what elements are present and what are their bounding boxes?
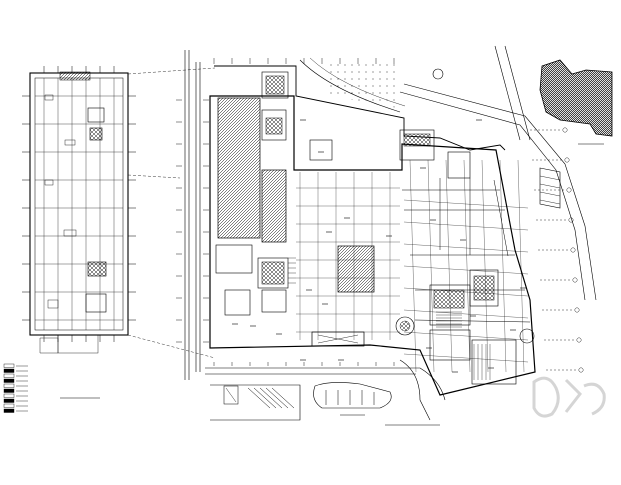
key-plan: [539, 59, 613, 145]
legend-block: [3, 363, 28, 413]
watermark-logo: [532, 376, 606, 418]
left-floor-plan: [3, 66, 136, 413]
site-floor-plan: [176, 45, 597, 426]
